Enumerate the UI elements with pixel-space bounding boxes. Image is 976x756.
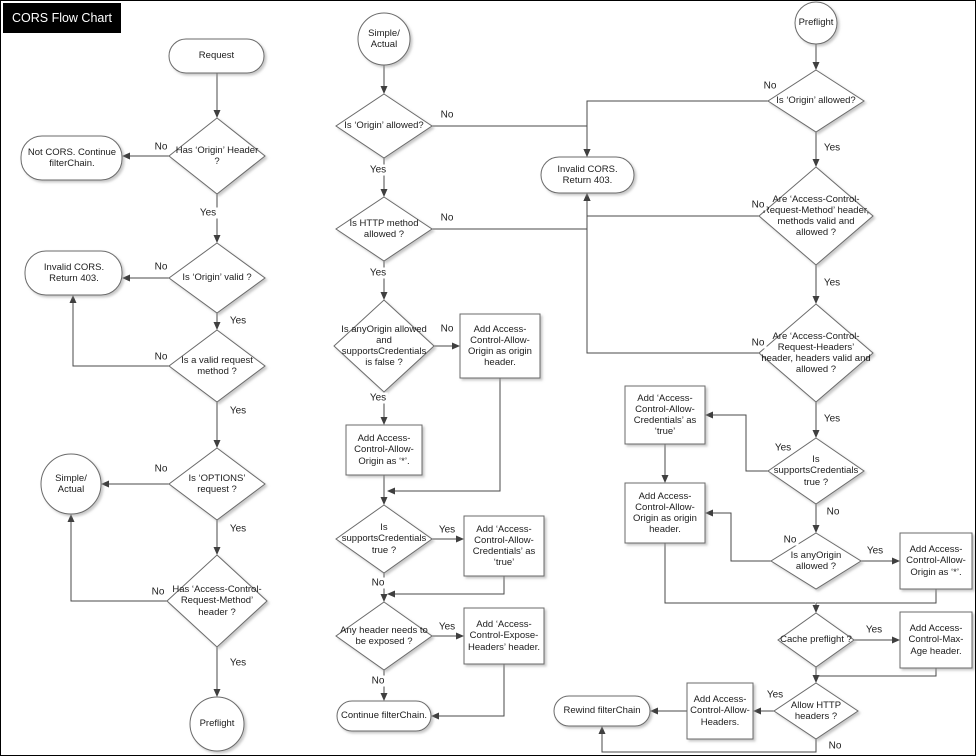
- terminator-invalid-cors-mid: [540, 156, 635, 194]
- decision-is-http-method-allowed: [335, 196, 433, 262]
- decision-anyorigin-right: [770, 532, 862, 590]
- decision-any-header-exposed: [335, 601, 433, 671]
- label-m-expose-yes: Yes: [436, 621, 458, 633]
- label-m-method-yes: Yes: [367, 267, 389, 279]
- label-r-headers-yes: Yes: [821, 413, 843, 425]
- label-acrm-yes: Yes: [227, 657, 249, 669]
- label-r-allow-yes: Yes: [764, 689, 786, 701]
- decision-allow-http-headers: [773, 682, 859, 740]
- process-add-credentials-mid: [463, 515, 545, 577]
- label-r-method-yes: Yes: [821, 277, 843, 289]
- label-r-origin-yes: Yes: [821, 142, 843, 154]
- chart-title: CORS Flow Chart: [3, 3, 121, 33]
- decision-has-acrm-header: [166, 554, 268, 648]
- label-originvalid-yes: Yes: [227, 315, 249, 327]
- label-m-creds-yes: Yes: [436, 524, 458, 536]
- terminator-not-cors: [20, 135, 123, 181]
- decision-is-origin-valid: [168, 242, 266, 314]
- label-m-creds-no: No: [369, 577, 387, 589]
- process-add-origin-star-mid: [345, 424, 423, 476]
- label-m-expose-no: No: [369, 675, 387, 687]
- label-r-anyorigin-yes: Yes: [864, 545, 886, 557]
- process-add-expose-headers: [463, 607, 545, 665]
- decision-is-options: [168, 447, 266, 521]
- label-m-anyorigin-yes: Yes: [367, 392, 389, 404]
- decision-acr-method-valid: [758, 166, 874, 266]
- label-r-allow-no: No: [826, 740, 844, 752]
- label-r-creds-yes: Yes: [772, 442, 794, 454]
- terminator-continue-filterchain: [336, 700, 432, 732]
- label-m-anyorigin-no: No: [438, 323, 456, 335]
- label-m-origin-yes: Yes: [367, 164, 389, 176]
- label-hasorigin-yes: Yes: [197, 207, 219, 219]
- decision-has-origin-header: [168, 117, 266, 195]
- process-add-origin-header-mid: [459, 313, 541, 379]
- connector-simple-actual-left: [40, 453, 102, 515]
- terminator-rewind-filterchain: [553, 695, 651, 727]
- label-hasorigin-no: No: [152, 141, 170, 153]
- label-r-cache-yes: Yes: [863, 624, 885, 636]
- label-acrm-no: No: [149, 586, 167, 598]
- decision-cache-preflight: [777, 612, 855, 668]
- label-options-yes: Yes: [227, 523, 249, 535]
- decision-is-origin-allowed-mid: [335, 93, 433, 159]
- label-m-origin-no: No: [438, 109, 456, 121]
- shapes: [20, 1, 973, 752]
- label-r-method-no: No: [749, 199, 767, 211]
- decision-is-origin-allowed-right: [767, 69, 865, 133]
- process-add-origin-star-right: [899, 532, 973, 590]
- decision-acr-headers-valid: [758, 303, 874, 403]
- label-r-anyorigin-no: No: [781, 534, 799, 546]
- decision-supports-creds-mid: [335, 504, 433, 574]
- connector-preflight-left: [189, 696, 245, 752]
- connector-preflight-right: [794, 1, 838, 45]
- process-add-origin-header-right: [624, 482, 706, 544]
- label-r-origin-no: No: [761, 80, 779, 92]
- label-m-method-no: No: [438, 212, 456, 224]
- connector-simple-actual-mid: [357, 12, 411, 66]
- label-options-no: No: [152, 463, 170, 475]
- label-validmethod-no: No: [152, 351, 170, 363]
- decision-is-valid-method: [168, 329, 266, 403]
- decision-supports-creds-right: [767, 437, 865, 505]
- decision-anyorigin-creds-false: [333, 299, 435, 393]
- terminator-request: [168, 38, 265, 74]
- process-add-allow-headers: [686, 682, 754, 740]
- label-originvalid-no: No: [152, 261, 170, 273]
- label-validmethod-yes: Yes: [227, 405, 249, 417]
- process-add-max-age: [899, 611, 973, 669]
- label-r-creds-no: No: [824, 506, 842, 518]
- label-r-headers-no: No: [749, 337, 767, 349]
- process-add-credentials-right: [624, 385, 706, 445]
- connectors: [67, 44, 937, 753]
- terminator-invalid-cors-left: [24, 250, 123, 296]
